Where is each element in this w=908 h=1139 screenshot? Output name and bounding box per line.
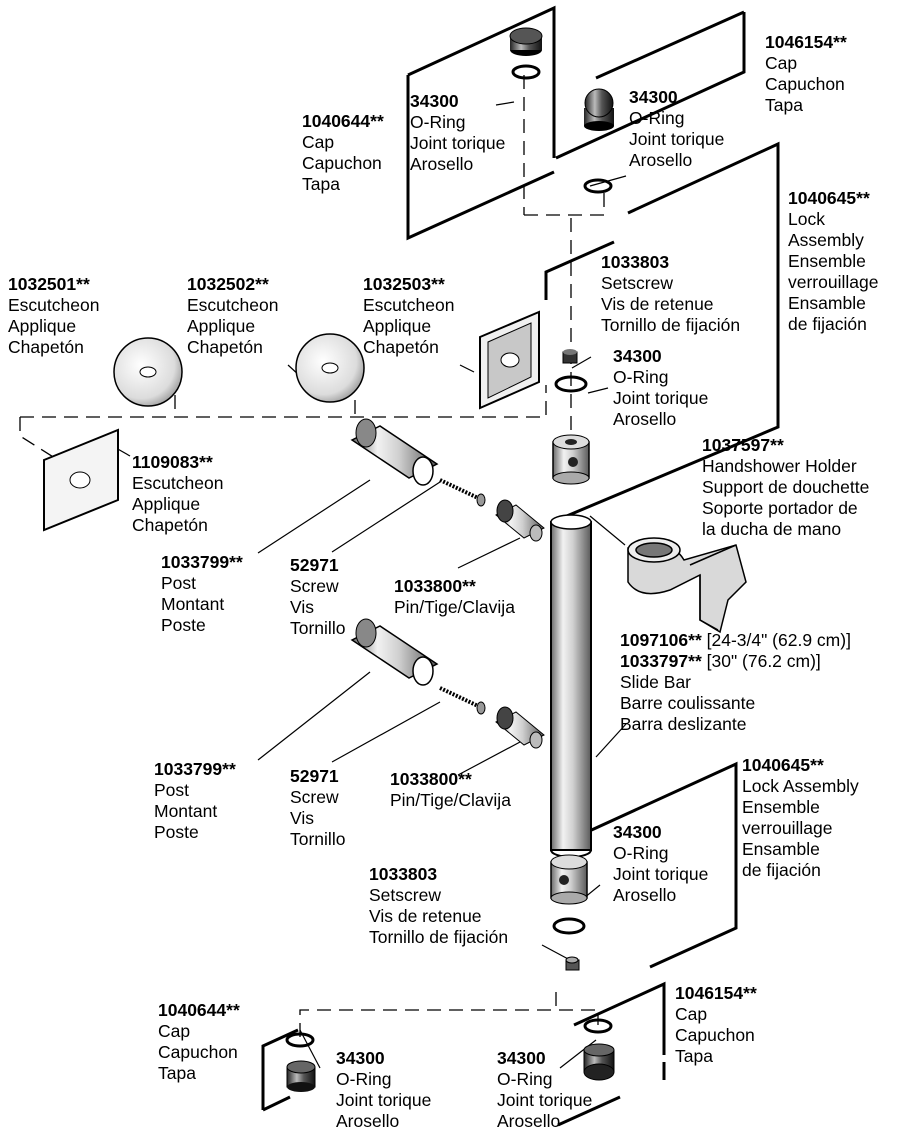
slide-bar-part	[550, 514, 592, 858]
part-number: 1040644**	[158, 1000, 240, 1020]
cap-bottom-left-part	[286, 1060, 316, 1092]
part-number: 1032502**	[187, 274, 269, 294]
escutcheon-round-2-part	[295, 333, 365, 403]
pin-bottom-part	[495, 706, 545, 749]
wall-plate-bottom-right	[557, 981, 666, 1127]
oring-bottom-mid-part	[552, 917, 586, 935]
post-top-part	[350, 418, 439, 486]
screw-bottom-part	[439, 686, 486, 715]
part-number: 34300	[497, 1048, 546, 1068]
lock-bottom-part	[550, 854, 588, 905]
part-number: 1033803	[369, 864, 438, 884]
part-number: 1040645**	[742, 755, 824, 775]
part-number: 34300	[629, 87, 678, 107]
callout-cap-top-left: 1040644** Cap Capuchon Tapa	[302, 111, 384, 194]
part-number: 34300	[613, 346, 662, 366]
callout-post-top: 1033799** Post Montant Poste	[161, 552, 243, 635]
wall-plate-top-right	[555, 10, 746, 160]
handshower-holder-part	[627, 537, 747, 634]
screw-top-part	[439, 478, 486, 507]
part-number: 1046154**	[765, 32, 847, 52]
dashed-alignment-lines	[19, 75, 605, 1037]
part-number: 34300	[613, 822, 662, 842]
cap-top-right-part	[584, 88, 614, 131]
callout-escutcheon-1: 1032501** Escutcheon Applique Chapetón	[8, 274, 100, 357]
part-number: 1033799**	[154, 759, 236, 779]
callout-slide-bar: 1097106** [24-3/4" (62.9 cm)] 1033797** …	[620, 630, 851, 734]
part-number: 1033800**	[394, 576, 476, 596]
escutcheon-square-2-part	[43, 428, 119, 532]
wall-plate-lock	[544, 141, 780, 520]
part-number: 1109083**	[132, 452, 213, 472]
callout-screw-top: 52971 Screw Vis Tornillo	[290, 555, 346, 638]
callout-lock-bottom: 1040645** Lock Assembly Ensemble verroui…	[742, 755, 859, 880]
callout-oring-mid: 34300 O-Ring Joint torique Arosello	[613, 346, 709, 429]
oring-mid-part	[554, 375, 588, 393]
callout-escutcheon-4: 1109083** Escutcheon Applique Chapetón	[132, 452, 224, 535]
setscrew-top-part	[562, 349, 578, 364]
part-number: 1037597**	[702, 435, 784, 455]
callout-lock-top: 1040645** Lock Assembly Ensemble verroui…	[788, 188, 879, 334]
post-bottom-part	[350, 618, 439, 686]
callout-pin-top: 1033800** Pin/Tige/Clavija	[394, 576, 515, 617]
part-number: 34300	[410, 91, 459, 111]
part-number: 1032503**	[363, 274, 445, 294]
callout-cap-bottom-right: 1046154** Cap Capuchon Tapa	[675, 983, 757, 1066]
callout-oring-bottom-mid: 34300 O-Ring Joint torique Arosello	[613, 822, 709, 905]
callout-setscrew-top: 1033803 Setscrew Vis de retenue Tornillo…	[601, 252, 741, 335]
callout-pin-bottom: 1033800** Pin/Tige/Clavija	[390, 769, 511, 810]
part-number: 1033800**	[390, 769, 472, 789]
cap-top-left-part	[509, 27, 543, 56]
escutcheon-square-1-part	[479, 310, 540, 410]
escutcheon-round-1-part	[113, 337, 183, 407]
part-number: 1033803	[601, 252, 670, 272]
callout-cap-bottom-left: 1040644** Cap Capuchon Tapa	[158, 1000, 240, 1083]
cap-bottom-right-part	[583, 1043, 615, 1081]
wall-plate-bottom-left	[261, 1028, 299, 1112]
callout-cap-top-right: 1046154** Cap Capuchon Tapa	[765, 32, 847, 115]
callout-screw-bottom: 52971 Screw Vis Tornillo	[290, 766, 346, 849]
callout-post-bottom: 1033799** Post Montant Poste	[154, 759, 236, 842]
callout-escutcheon-2: 1032502** Escutcheon Applique Chapetón	[187, 274, 279, 357]
callout-setscrew-bottom: 1033803 Setscrew Vis de retenue Tornillo…	[369, 864, 509, 947]
setscrew-bottom-part	[565, 956, 580, 971]
callout-escutcheon-3: 1032503** Escutcheon Applique Chapetón	[363, 274, 455, 357]
part-number: 34300	[336, 1048, 385, 1068]
part-number: 1032501**	[8, 274, 90, 294]
part-number: 52971	[290, 766, 339, 786]
wall-plate-bottom-lock	[573, 761, 738, 969]
oring-bottom-left-part	[285, 1032, 315, 1048]
callout-oring-bottom-left: 34300 O-Ring Joint torique Arosello	[336, 1048, 432, 1131]
part-number: 1033797**	[620, 651, 702, 671]
wall-plate-top-left	[406, 5, 556, 241]
part-number: 1040645**	[788, 188, 870, 208]
part-number: 1040644**	[302, 111, 384, 131]
callout-oring-top-right: 34300 O-Ring Joint torique Arosello	[629, 87, 725, 170]
pin-top-part	[495, 499, 545, 542]
lock-top-part	[552, 434, 590, 485]
callout-oring-bottom-right: 34300 O-Ring Joint torique Arosello	[497, 1048, 593, 1131]
oring-top-left-part	[511, 64, 541, 80]
part-number: 52971	[290, 555, 339, 575]
callout-handshower-holder: 1037597** Handshower Holder Support de d…	[702, 435, 870, 539]
part-number: 1046154**	[675, 983, 757, 1003]
part-number: 1097106**	[620, 630, 702, 650]
callout-oring-top-left: 34300 O-Ring Joint torique Arosello	[410, 91, 506, 174]
part-number: 1033799**	[161, 552, 243, 572]
oring-top-right-part	[583, 178, 613, 194]
oring-bottom-right-part	[583, 1018, 613, 1034]
